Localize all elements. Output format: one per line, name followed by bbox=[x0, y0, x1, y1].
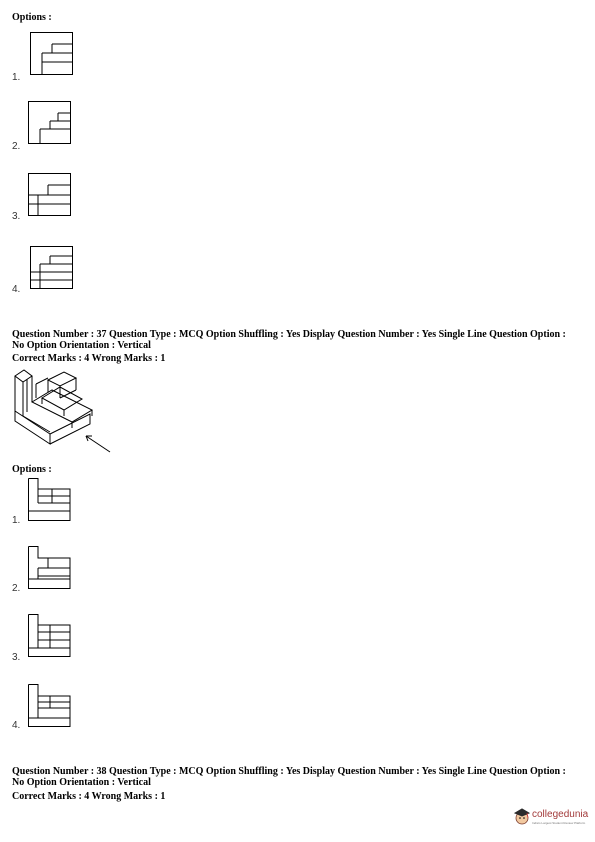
question-37-isometric-figure bbox=[14, 369, 111, 453]
options-label: Options : bbox=[12, 12, 52, 23]
question-37-option-4-figure bbox=[28, 684, 71, 727]
question-37-option-3-number[interactable]: 3. bbox=[12, 652, 21, 663]
question-37-option-2-number[interactable]: 2. bbox=[12, 583, 21, 594]
question-37-marks: Correct Marks : 4 Wrong Marks : 1 bbox=[12, 353, 166, 364]
option-3-figure bbox=[28, 173, 71, 216]
option-4-number[interactable]: 4. bbox=[12, 284, 21, 295]
question-37-header-line2: No Option Orientation : Vertical bbox=[12, 340, 151, 351]
question-37-header: Question Number : 37 Question Type : MCQ… bbox=[12, 329, 587, 351]
question-38-header-line1: Question Number : 38 Question Type : MCQ… bbox=[12, 766, 566, 777]
question-37-option-3-figure bbox=[28, 614, 71, 657]
mascot-icon bbox=[513, 808, 531, 825]
option-1-number[interactable]: 1. bbox=[12, 72, 21, 83]
option-2-number[interactable]: 2. bbox=[12, 141, 21, 152]
collegedunia-logo[interactable]: collegedunia India's Largest Student Rev… bbox=[513, 806, 590, 828]
option-2-figure bbox=[28, 101, 71, 144]
question-37-option-2-figure bbox=[28, 546, 71, 589]
logo-brand-text: collegedunia bbox=[532, 809, 589, 820]
option-4-figure bbox=[30, 246, 73, 289]
question-38-header-line2: No Option Orientation : Vertical bbox=[12, 777, 151, 788]
option-3-number[interactable]: 3. bbox=[12, 211, 21, 222]
question-37-header-line1: Question Number : 37 Question Type : MCQ… bbox=[12, 329, 566, 340]
logo-tagline: India's Largest Student Review Platform bbox=[532, 821, 586, 825]
question-37-option-1-figure bbox=[28, 478, 71, 521]
question-38-header: Question Number : 38 Question Type : MCQ… bbox=[12, 766, 587, 788]
question-37-option-1-number[interactable]: 1. bbox=[12, 515, 21, 526]
question-37-option-4-number[interactable]: 4. bbox=[12, 720, 21, 731]
question-37-options-label: Options : bbox=[12, 464, 52, 475]
question-38-marks: Correct Marks : 4 Wrong Marks : 1 bbox=[12, 791, 166, 802]
option-1-figure bbox=[30, 32, 73, 75]
